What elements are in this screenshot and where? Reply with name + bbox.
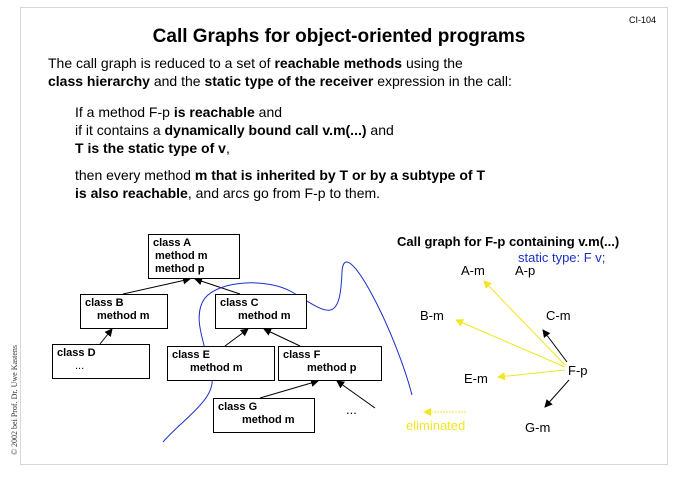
arc-d-to-b <box>99 328 113 345</box>
class-g-box: class G method m <box>213 398 315 433</box>
node-c-m: C-m <box>546 308 571 323</box>
slide-title: Call Graphs for object-oriented programs <box>152 26 526 47</box>
arc-b-to-a <box>122 276 191 295</box>
slide-id: CI-104 <box>628 15 656 25</box>
node-b-m: B-m <box>420 308 444 323</box>
class-g-method: method m <box>242 414 295 426</box>
class-d-box: class D ... <box>52 344 150 379</box>
class-f-method: method p <box>307 362 357 374</box>
class-e-method: method m <box>190 362 243 374</box>
class-e-name: class E <box>172 349 210 361</box>
rule-text: If a method F-p is reachable and if it c… <box>75 104 394 156</box>
arc-more-to-f <box>336 380 376 409</box>
intro-text: The call graph is reduced to a set of re… <box>48 55 512 89</box>
conclusion-text: then every method m that is inherited by… <box>75 167 486 201</box>
arc-fp-gm <box>544 379 570 408</box>
class-d-method: ... <box>75 360 85 372</box>
arc-g-to-f <box>259 379 319 399</box>
arc-fp-em <box>497 369 566 381</box>
arc-fp-bm <box>455 319 566 368</box>
node-a-p: A-p <box>515 263 536 278</box>
arc-c-to-a <box>194 277 241 295</box>
arc-e-to-c <box>224 328 249 347</box>
arc-fp-cm <box>542 329 568 363</box>
node-g-m: G-m <box>525 420 551 435</box>
node-f-p: F-p <box>568 363 588 378</box>
class-a-method: method m <box>155 250 208 262</box>
class-g-name: class G <box>218 401 258 413</box>
class-a-name: class A <box>153 237 192 249</box>
legend-eliminated-label: eliminated <box>406 418 466 433</box>
class-b-method: method m <box>97 310 150 322</box>
slide-frame <box>20 7 668 465</box>
class-e-box: class E method m <box>167 346 275 381</box>
node-a-m: A-m <box>461 263 485 278</box>
more-subclasses-ellipsis: ... <box>346 402 357 417</box>
class-c-box: class C method m <box>215 294 307 329</box>
arc-f-to-c <box>263 328 301 347</box>
class-a-box: class A method m method p <box>148 234 240 279</box>
class-d-name: class D <box>57 347 96 359</box>
class-f-name: class F <box>283 349 321 361</box>
class-c-method: method m <box>238 310 291 322</box>
static-type-label: static type: F v; <box>518 250 606 265</box>
class-f-box: class F method p <box>278 346 382 381</box>
class-b-box: class B method m <box>80 294 168 329</box>
arc-fp-am <box>483 280 566 366</box>
class-a-method: method p <box>155 263 205 275</box>
call-graph-title: Call graph for F-p containing v.m(...) <box>397 234 620 249</box>
node-e-m: E-m <box>464 371 488 386</box>
class-c-name: class C <box>220 297 259 309</box>
class-b-name: class B <box>85 297 124 309</box>
